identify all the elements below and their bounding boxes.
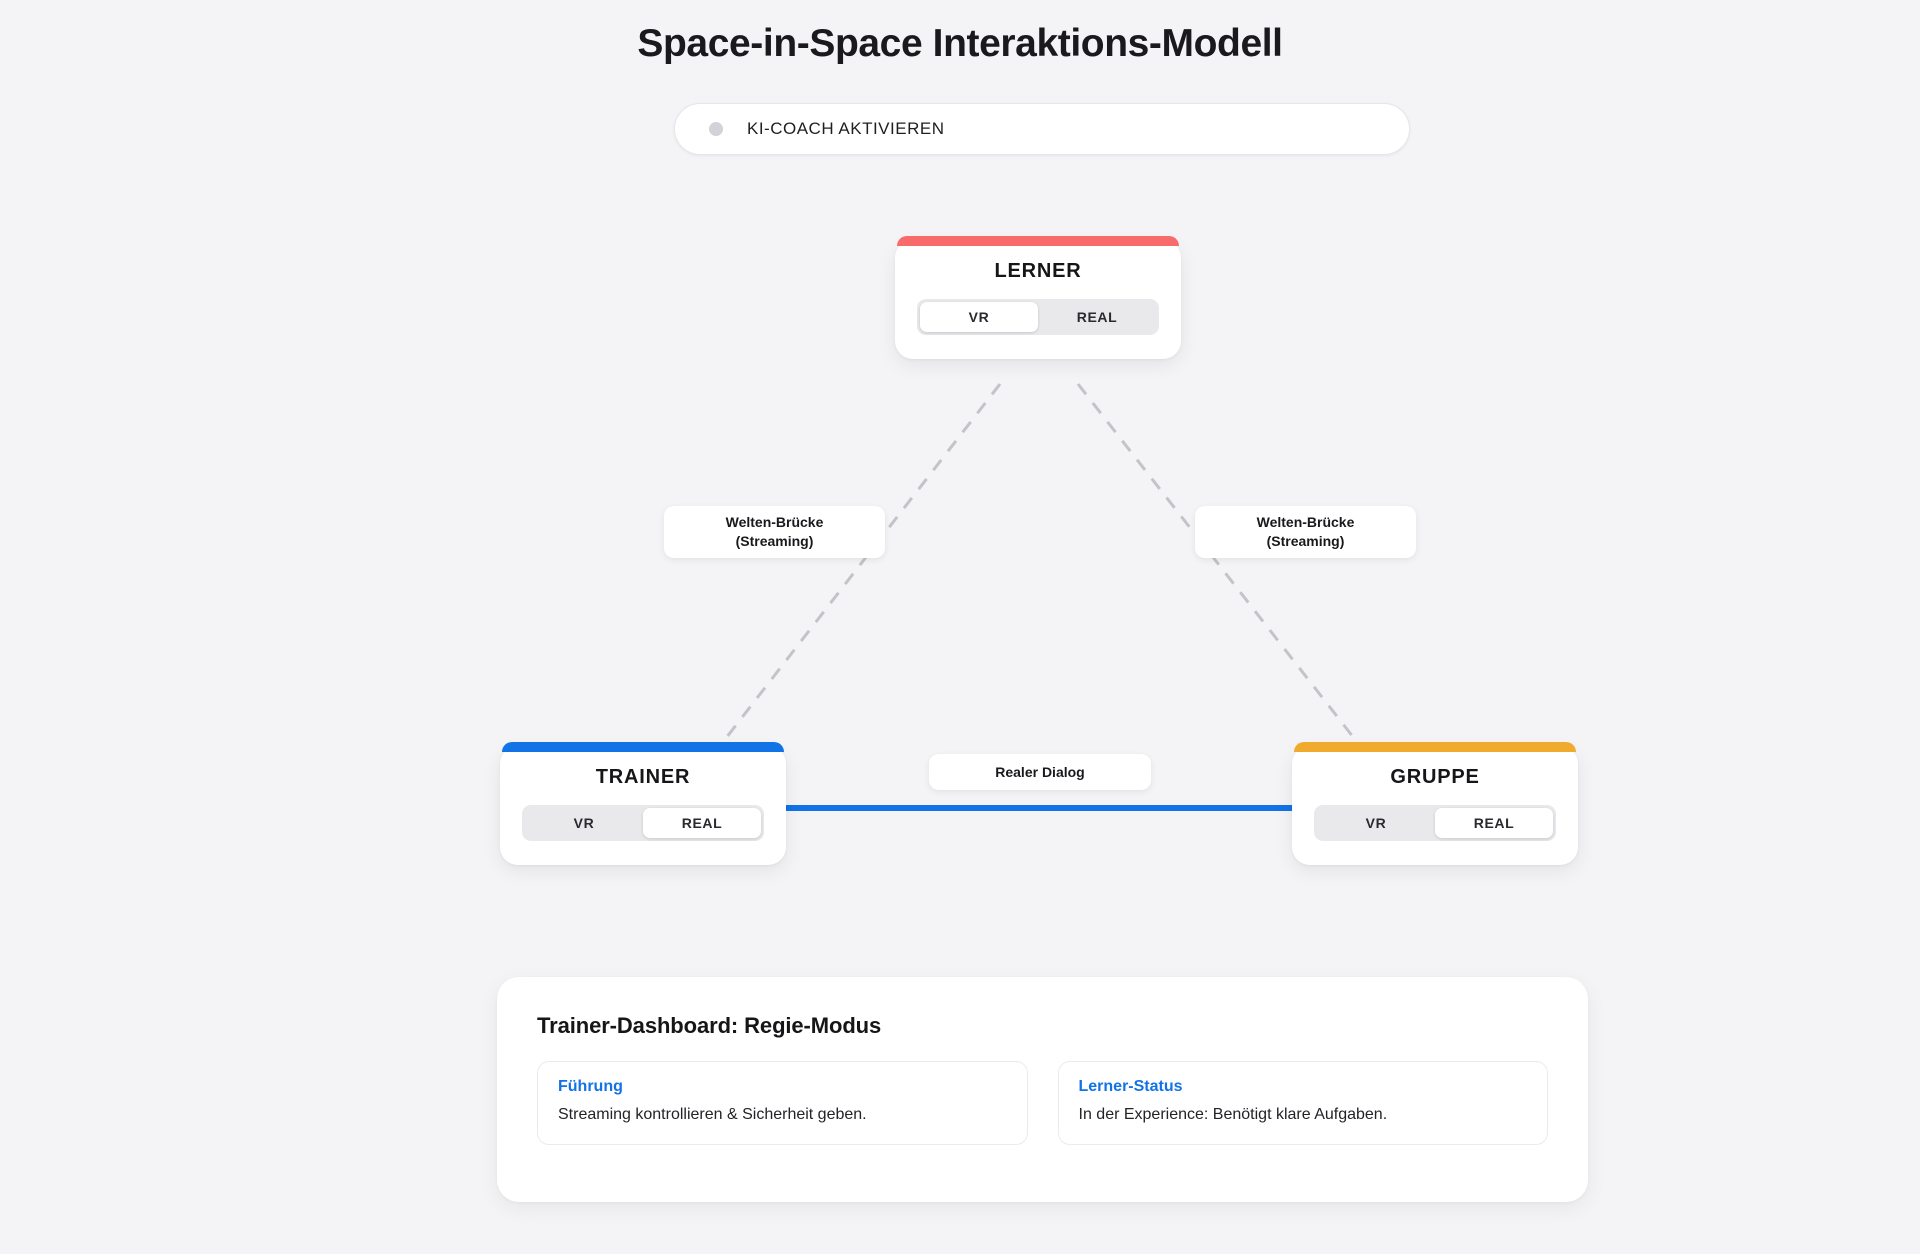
node-lerner-mode-toggle[interactable]: VR REAL	[917, 299, 1159, 335]
edge-lerner-trainer	[721, 383, 1002, 743]
node-lerner-title: LERNER	[994, 260, 1082, 282]
node-gruppe-mode-real[interactable]: REAL	[1435, 808, 1553, 838]
trainer-dashboard-panel: Trainer-Dashboard: Regie-Modus Führung S…	[497, 977, 1588, 1202]
node-lerner[interactable]: LERNER VR REAL	[895, 236, 1181, 359]
edge-label-line1: Realer Dialog	[995, 763, 1085, 780]
ki-coach-activate-button[interactable]: KI-COACH AKTIVIEREN	[674, 103, 1410, 155]
dashboard-card-list: Führung Streaming kontrollieren & Sicher…	[537, 1061, 1548, 1145]
edge-label-lerner-trainer: Welten-Brücke (Streaming)	[664, 506, 885, 558]
node-trainer-mode-vr[interactable]: VR	[573, 815, 595, 831]
ki-coach-label: KI-COACH AKTIVIEREN	[747, 119, 945, 138]
dashboard-card-lerner-status: Lerner-Status In der Experience: Benötig…	[1057, 1061, 1548, 1145]
edge-label-line1: Welten-Brücke	[1256, 514, 1355, 531]
edge-label-line2: (Streaming)	[1266, 533, 1345, 549]
node-gruppe[interactable]: GRUPPE VR REAL	[1292, 742, 1578, 865]
status-dot-icon	[709, 122, 723, 136]
dashboard-card-text: In der Experience: Benötigt klare Aufgab…	[1078, 1106, 1388, 1123]
node-trainer-mode-toggle[interactable]: VR REAL	[522, 805, 764, 841]
page-title: Space-in-Space Interaktions-Modell	[637, 22, 1283, 65]
edge-label-trainer-gruppe: Realer Dialog	[929, 754, 1151, 790]
node-trainer-title: TRAINER	[595, 766, 691, 788]
edge-label-lerner-gruppe: Welten-Brücke (Streaming)	[1195, 506, 1416, 558]
dashboard-card-fuehrung: Führung Streaming kontrollieren & Sicher…	[537, 1061, 1028, 1145]
dashboard-title: Trainer-Dashboard: Regie-Modus	[537, 1013, 882, 1038]
node-trainer-mode-real[interactable]: REAL	[643, 808, 761, 838]
dashboard-card-title: Führung	[558, 1078, 623, 1095]
node-gruppe-mode-vr[interactable]: VR	[1365, 815, 1387, 831]
edge-label-line2: (Streaming)	[735, 533, 814, 549]
node-lerner-mode-real[interactable]: REAL	[1076, 309, 1118, 325]
node-lerner-mode-vr[interactable]: VR	[920, 302, 1038, 332]
edge-lerner-gruppe	[1076, 383, 1359, 743]
dashboard-card-title: Lerner-Status	[1078, 1078, 1183, 1095]
node-gruppe-mode-toggle[interactable]: VR REAL	[1314, 805, 1556, 841]
node-gruppe-title: GRUPPE	[1390, 766, 1480, 788]
edge-label-line1: Welten-Brücke	[725, 514, 824, 531]
dashboard-card-text: Streaming kontrollieren & Sicherheit geb…	[558, 1106, 867, 1123]
node-trainer[interactable]: TRAINER VR REAL	[500, 742, 786, 865]
